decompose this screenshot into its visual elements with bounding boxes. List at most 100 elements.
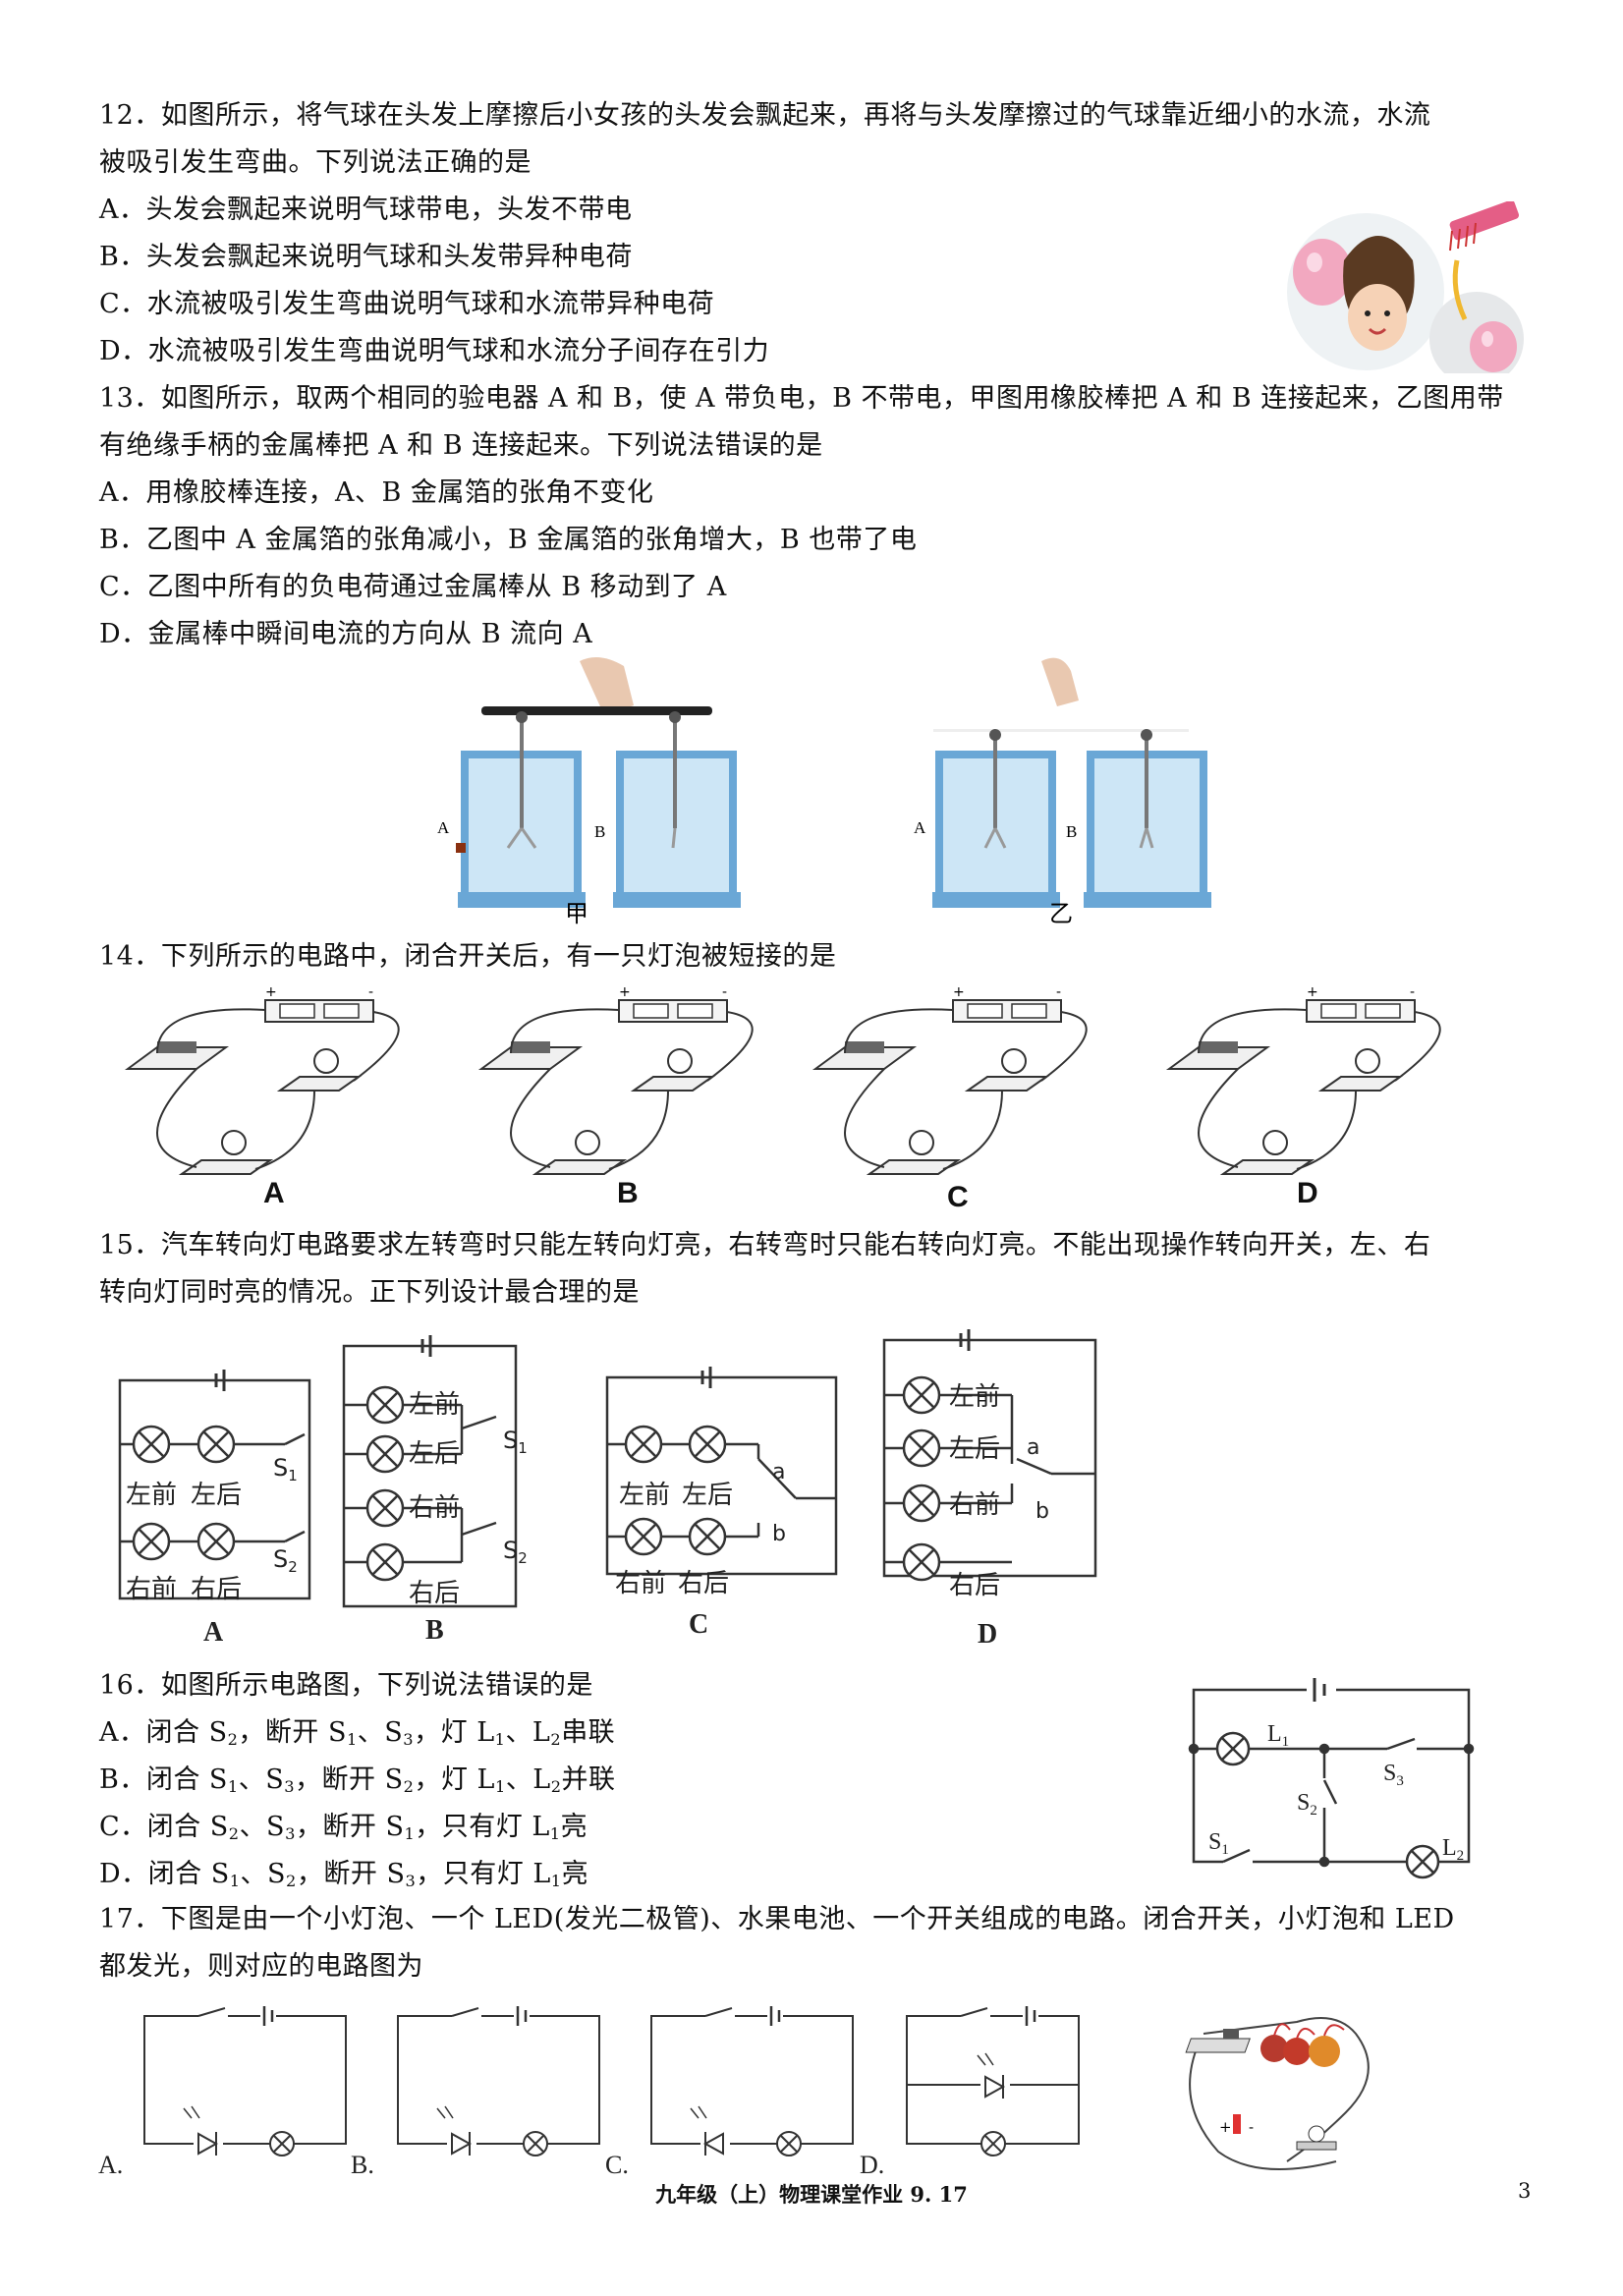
- q16-option-d: D．闭合 S1、S2，断开 S3，只有灯 L1亮: [99, 1859, 589, 1891]
- q14-circuit-diagrams: +-+-+-+-: [124, 984, 1441, 1175]
- rubber-rod: [481, 706, 712, 715]
- q13-electroscope-figure: A B 甲 A B 乙: [437, 657, 1211, 927]
- q17-circuit-d: [906, 2006, 1080, 2156]
- q13-option-a: A．用橡胶棒连接，A、B 金属箔的张角不变化: [99, 477, 654, 508]
- q14-label-a: A: [263, 1177, 285, 1209]
- q12-stem-line2: 被吸引发生弯曲。下列说法正确的是: [99, 147, 532, 178]
- q17-label-d: D.: [860, 2151, 884, 2179]
- q15-stem-line2: 转向灯同时亮的情况。正下列设计最合理的是: [99, 1277, 640, 1308]
- page-footer: 九年级（上）物理课堂作业 9. 17: [655, 2182, 968, 2207]
- q15-a-lamp-rf-label: 右前: [126, 1575, 177, 1604]
- svg-text:左后: 左后: [949, 1434, 1000, 1464]
- q14-circuit-a: +-: [124, 984, 400, 1175]
- q17-stem-line1: 17．下图是由一个小灯泡、一个 LED(发光二极管)、水果电池、一个开关组成的电…: [99, 1904, 1455, 1934]
- svg-text:+: +: [953, 984, 965, 1000]
- q16-option-c: C．闭合 S2、S3，断开 S1，只有灯 L1亮: [99, 1812, 588, 1844]
- svg-text:右前: 右前: [409, 1493, 460, 1523]
- q17-circuit-options: A. B. C. D. + -: [98, 2006, 1370, 2179]
- metal-rod: [933, 729, 1189, 732]
- q15-label-b: B: [425, 1615, 444, 1646]
- svg-text:+: +: [1307, 984, 1318, 1000]
- q14-circuit-b: +-: [477, 984, 754, 1175]
- q15-a-lamp-lf-label: 左前: [126, 1481, 177, 1510]
- q17-label-b: B.: [351, 2151, 374, 2179]
- svg-text:右前: 右前: [949, 1490, 1000, 1520]
- q15-a-lamp-rr-label: 右后: [191, 1575, 242, 1604]
- q14-circuit-c: +-: [812, 984, 1088, 1175]
- figure-jia-label: 甲: [565, 900, 588, 927]
- svg-text:S3: S3: [1383, 1761, 1404, 1789]
- svg-text:a: a: [1027, 1435, 1039, 1460]
- q13-option-b: B．乙图中 A 金属箔的张角减小，B 金属箔的张角增大，B 也带了电: [99, 525, 918, 555]
- svg-text:+: +: [265, 984, 277, 1000]
- q17-label-a: A.: [98, 2151, 123, 2179]
- q15-circuit-a: [118, 1370, 311, 1600]
- electroscope-b-label-jia: B: [594, 822, 605, 841]
- q15-label-d: D: [978, 1619, 997, 1650]
- svg-text:左后: 左后: [682, 1481, 733, 1510]
- led-plus-label: +: [1219, 2118, 1232, 2136]
- electroscope-a-label-jia: A: [437, 818, 450, 837]
- svg-text:b: b: [1035, 1499, 1049, 1524]
- svg-text:右后: 右后: [678, 1569, 729, 1598]
- q17-circuit-options-group: [143, 2006, 1080, 2156]
- q14-label-b: B: [617, 1177, 639, 1209]
- q12-stem-line1: 12．如图所示，将气球在头发上摩擦后小女孩的头发会飘起来，再将与头发摩擦过的气球…: [99, 100, 1431, 131]
- svg-text:-: -: [368, 984, 373, 1000]
- q13-stem-line1: 13．如图所示，取两个相同的验电器 A 和 B，使 A 带负电，B 不带电，甲图…: [99, 383, 1504, 414]
- q14-circuit-d: +-: [1165, 984, 1441, 1175]
- svg-text:左前: 左前: [409, 1390, 460, 1420]
- q16-option-b: B．闭合 S1、S3，断开 S2，灯 L1、L2并联: [99, 1764, 616, 1797]
- q14-circuits-figure: +-+-+-+-: [124, 984, 1441, 1175]
- q14-stem: 14．下列所示的电路中，闭合开关后，有一只灯泡被短接的是: [99, 941, 837, 972]
- svg-text:b: b: [772, 1522, 786, 1546]
- q16-stem: 16．如图所示电路图，下列说法错误的是: [99, 1670, 593, 1701]
- q17-fruit-battery-photo: + -: [1185, 2017, 1370, 2170]
- q13-option-c: C．乙图中所有的负电荷通过金属棒从 B 移动到了 A: [99, 572, 727, 602]
- q12-option-b: B．头发会飘起来说明气球和头发带异种电荷: [99, 242, 633, 272]
- svg-text:S2: S2: [503, 1537, 528, 1567]
- svg-text:左前: 左前: [949, 1382, 1000, 1412]
- q12-girl-balloon-photo: [1287, 201, 1524, 373]
- svg-text:-: -: [722, 984, 727, 1000]
- q14-label-c: C: [947, 1181, 969, 1213]
- q15-turn-signal-circuits: 左前 左后 右前 右后 S1 S2 左前 左后 右前 右后 S1 S2 左前 左…: [118, 1329, 1097, 1650]
- q17-circuit-c: [650, 2006, 854, 2156]
- svg-text:S1: S1: [503, 1427, 528, 1457]
- led-icon: [1233, 2114, 1241, 2134]
- q15-circuit-d: [882, 1329, 1097, 1582]
- svg-text:S1: S1: [1208, 1829, 1229, 1858]
- electroscope-b-label-yi: B: [1066, 822, 1077, 841]
- q17-label-c: C.: [605, 2151, 629, 2179]
- electroscope-jia: A B 甲: [437, 657, 741, 927]
- svg-text:S2: S2: [273, 1545, 298, 1576]
- q13-stem-line2: 有绝缘手柄的金属棒把 A 和 B 连接起来。下列说法错误的是: [99, 430, 823, 461]
- svg-text:a: a: [772, 1460, 785, 1484]
- q15-label-c: C: [689, 1609, 708, 1640]
- electroscope-yi: A B 乙: [914, 657, 1211, 927]
- svg-text:-: -: [1410, 984, 1415, 1000]
- q13-option-d: D．金属棒中瞬间电流的方向从 B 流向 A: [99, 619, 593, 649]
- q14-label-d: D: [1297, 1177, 1318, 1209]
- q15-circuit-c: [605, 1367, 838, 1576]
- q12-option-c: C．水流被吸引发生弯曲说明气球和水流带异种电荷: [99, 289, 715, 319]
- q16-circuit-diagram: L1 S3 S2 S1 L2: [1188, 1678, 1475, 1879]
- svg-text:L1: L1: [1267, 1721, 1289, 1750]
- q16-option-a: A．闭合 S2，断开 S1、S3，灯 L1、L2串联: [99, 1717, 616, 1750]
- led-minus-label: -: [1249, 2118, 1254, 2136]
- svg-text:右前: 右前: [615, 1569, 666, 1598]
- svg-text:L2: L2: [1442, 1835, 1464, 1864]
- electroscope-a-label-yi: A: [914, 818, 926, 837]
- q12-option-d: D．水流被吸引发生弯曲说明气球和水流分子间存在引力: [99, 336, 770, 366]
- q15-label-a: A: [203, 1617, 224, 1648]
- svg-text:右后: 右后: [409, 1579, 460, 1608]
- svg-text:S2: S2: [1297, 1790, 1317, 1819]
- q17-circuit-b: [397, 2006, 600, 2156]
- svg-text:右后: 右后: [949, 1571, 1000, 1600]
- q17-stem-line2: 都发光，则对应的电路图为: [99, 1951, 423, 1982]
- q12-option-a: A．头发会飘起来说明气球带电，头发不带电: [99, 195, 633, 225]
- figure-yi-label: 乙: [1049, 900, 1073, 927]
- svg-text:S1: S1: [273, 1454, 298, 1484]
- svg-text:+: +: [619, 984, 631, 1000]
- svg-text:-: -: [1056, 984, 1061, 1000]
